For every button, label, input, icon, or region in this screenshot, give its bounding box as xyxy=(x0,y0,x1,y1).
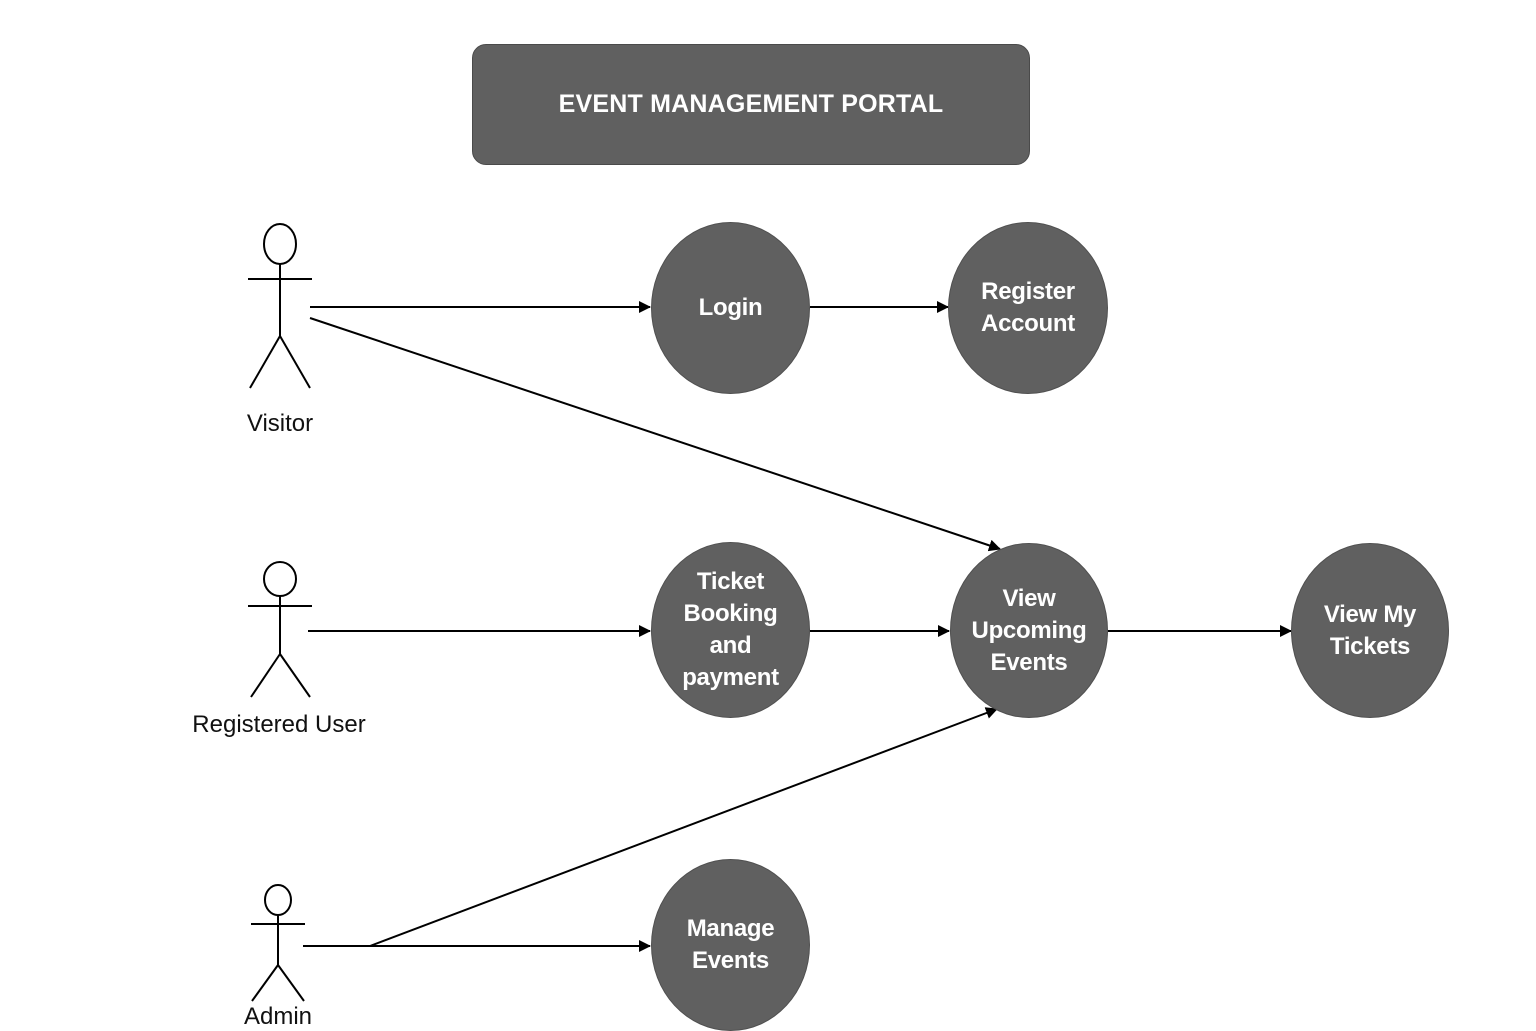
actor-admin-figure xyxy=(251,884,305,1002)
usecase-login[interactable]: Login xyxy=(651,222,810,394)
actor-visitor-figure xyxy=(248,223,312,389)
usecase-view-my-tickets[interactable]: View My Tickets xyxy=(1291,543,1449,718)
actor-registered-user-figure xyxy=(248,561,312,698)
edge-visitor-view-upcoming-events xyxy=(309,317,1001,552)
usecase-view-upcoming-events[interactable]: View Upcoming Events xyxy=(950,543,1108,718)
portal-title: EVENT MANAGEMENT PORTAL xyxy=(472,44,1030,165)
actor-registered-user-label: Registered User xyxy=(192,711,366,738)
edge-admin-view-upcoming-events xyxy=(369,707,998,947)
usecase-register-account[interactable]: Register Account xyxy=(948,222,1108,394)
actor-visitor-label: Visitor xyxy=(246,410,314,437)
usecase-manage-events[interactable]: Manage Events xyxy=(651,859,810,1031)
usecase-ticket-booking-and-payment[interactable]: Ticket Booking and payment xyxy=(651,542,810,718)
actor-admin-label: Admin xyxy=(243,1003,313,1030)
